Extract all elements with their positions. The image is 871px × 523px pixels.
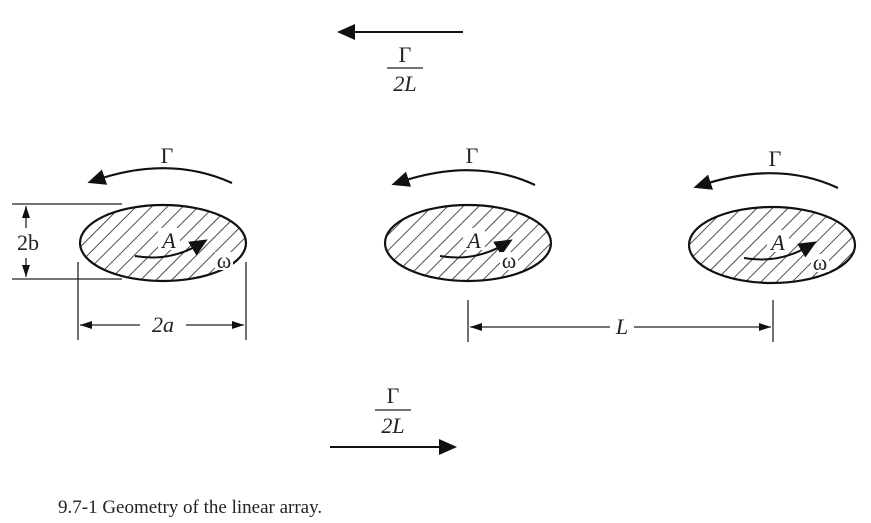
circulation-arrow-icon [693, 172, 839, 190]
spacing-dimension [467, 300, 774, 342]
circulation-label: Γ [161, 143, 174, 168]
vortex-3: Γ A ω [687, 146, 857, 285]
figure-caption: 9.7-1 Geometry of the linear array. [58, 497, 322, 518]
height-label: 2b [17, 230, 39, 255]
bottom-flow-numerator: Γ [387, 383, 400, 408]
rotation-label: ω [502, 248, 516, 273]
top-flow-numerator: Γ [399, 42, 412, 67]
rotation-arrow-icon [134, 239, 208, 259]
rotation-label: ω [813, 250, 827, 275]
rotation-arrow-icon [439, 239, 513, 259]
circulation-label: Γ [769, 146, 782, 171]
center-label: A [465, 228, 481, 253]
vortex-2: Γ A ω [383, 143, 553, 283]
width-dimension [77, 262, 247, 340]
bottom-induced-velocity: Γ 2L [330, 383, 457, 455]
top-flow-denominator: 2L [393, 71, 416, 96]
width-label: 2a [152, 312, 174, 337]
spacing-label: L [615, 314, 628, 339]
vortex-1: Γ A ω [78, 143, 248, 283]
height-dimension [12, 203, 122, 280]
rotation-arrow-icon [743, 241, 817, 261]
rotation-label: ω [217, 248, 231, 273]
center-label: A [769, 230, 785, 255]
top-induced-velocity: Γ 2L [337, 24, 463, 96]
circulation-label: Γ [466, 143, 479, 168]
center-label: A [160, 228, 176, 253]
bottom-flow-denominator: 2L [381, 413, 404, 438]
circulation-arrow-icon [391, 169, 536, 187]
circulation-arrow-icon [87, 167, 233, 185]
